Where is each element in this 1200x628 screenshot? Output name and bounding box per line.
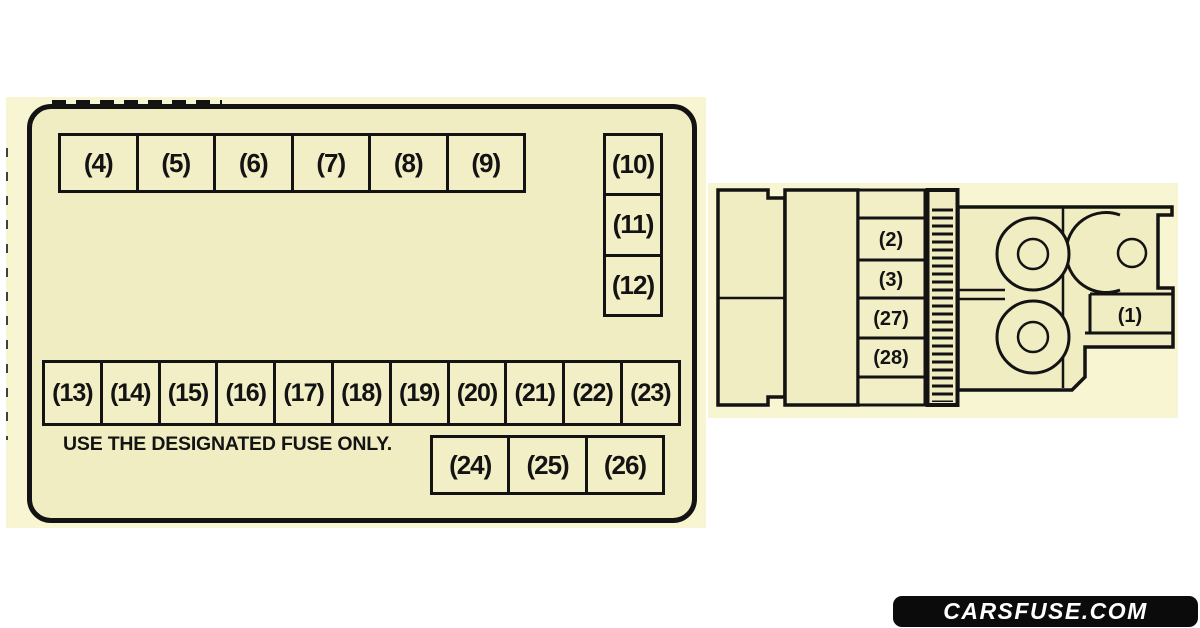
fuse-28-label: (28) bbox=[873, 347, 909, 369]
fuse-5: (5) bbox=[135, 133, 216, 193]
fuse-1-label: (1) bbox=[1118, 305, 1142, 327]
fuse-11: (11) bbox=[603, 193, 663, 257]
fuse-row-lower: (24) (25) (26) bbox=[430, 435, 666, 495]
fuse-22: (22) bbox=[562, 360, 623, 426]
fuse-13: (13) bbox=[42, 360, 103, 426]
fuse-3-label: (3) bbox=[879, 269, 903, 291]
fuse-15: (15) bbox=[157, 360, 219, 426]
fuse-7: (7) bbox=[290, 133, 371, 193]
fuse-18: (18) bbox=[330, 360, 392, 426]
fuse-14: (14) bbox=[99, 360, 161, 426]
designated-fuse-notice: USE THE DESIGNATED FUSE ONLY. bbox=[63, 433, 393, 455]
fuse-12: (12) bbox=[603, 253, 663, 317]
fuse-10: (10) bbox=[603, 133, 663, 197]
fuse-24: (24) bbox=[430, 435, 511, 495]
fuse-2-label: (2) bbox=[879, 229, 903, 251]
fuse-row-bottom: (13) (14) (15) (16) (17) (18) (19) (20) … bbox=[42, 360, 681, 426]
fuse-26: (26) bbox=[584, 435, 666, 495]
scan-artifact-top bbox=[52, 100, 222, 104]
fuse-21: (21) bbox=[504, 360, 566, 426]
carsfuse-watermark-badge: CARSFUSE.COM bbox=[893, 596, 1198, 627]
connector-mid-block bbox=[783, 188, 860, 407]
fuse-8: (8) bbox=[368, 133, 449, 193]
fuse-row-top: (4) (5) (6) (7) (8) (9) bbox=[58, 133, 526, 193]
scan-artifact-left bbox=[6, 148, 8, 440]
fuse-16: (16) bbox=[215, 360, 277, 426]
fuse-9: (9) bbox=[445, 133, 526, 193]
ribbed-connector-stripes bbox=[932, 206, 953, 402]
fuse-20: (20) bbox=[446, 360, 508, 426]
carsfuse-watermark-text: CARSFUSE.COM bbox=[943, 598, 1148, 624]
fuse-4: (4) bbox=[58, 133, 139, 193]
fuse-6: (6) bbox=[213, 133, 294, 193]
fuse-23: (23) bbox=[619, 360, 681, 426]
fusible-link-component: (2) (3) (27) (28) (1) bbox=[708, 183, 1178, 418]
d-bracket-hole bbox=[1116, 237, 1148, 269]
washer-top-inner bbox=[1016, 237, 1050, 271]
fuse-25: (25) bbox=[507, 435, 588, 495]
washer-bottom-inner bbox=[1016, 320, 1050, 354]
fuse-17: (17) bbox=[273, 360, 334, 426]
fuse-column-side: (10) (11) (12) bbox=[603, 133, 663, 317]
fuse-27-label: (27) bbox=[873, 308, 909, 330]
fuse-19: (19) bbox=[388, 360, 450, 426]
